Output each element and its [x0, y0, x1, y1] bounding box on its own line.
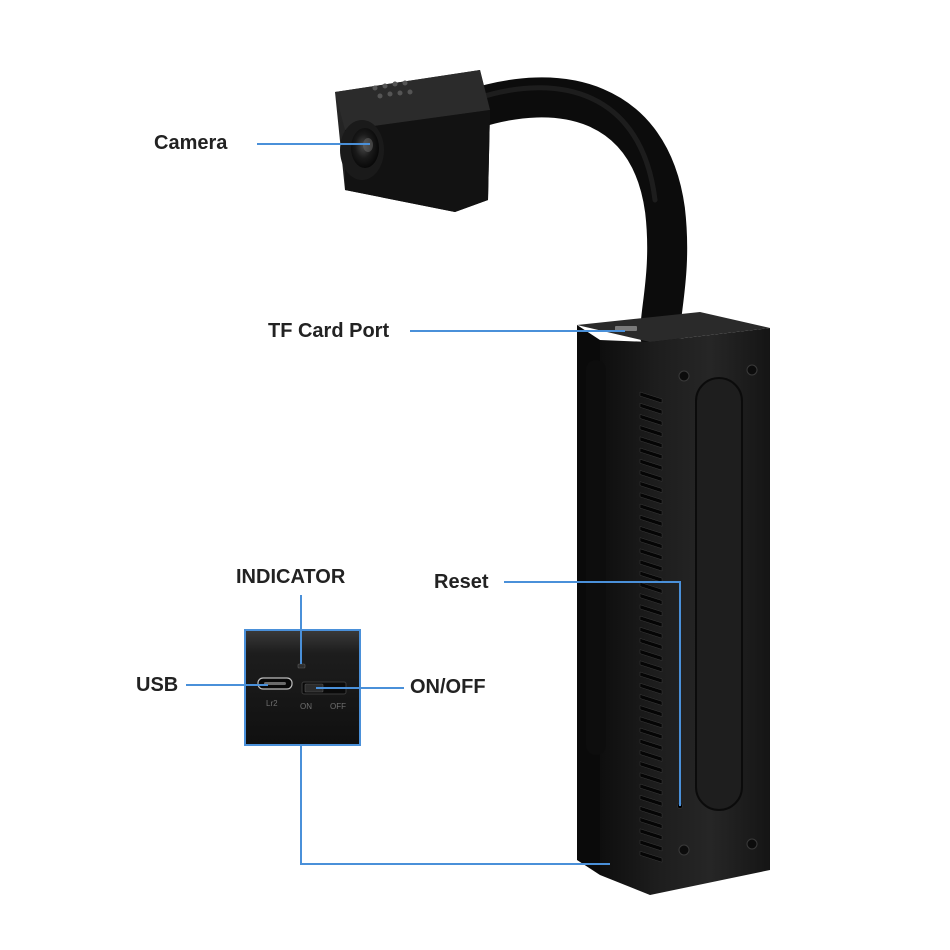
vent-slot	[639, 761, 663, 773]
vent-slot	[639, 638, 663, 650]
vent-slot	[639, 705, 663, 717]
vent-slot	[639, 660, 663, 673]
vent-slot	[639, 391, 663, 404]
vent-slots	[639, 391, 663, 863]
device-body	[577, 312, 770, 895]
vent-slot	[639, 458, 663, 471]
reset-label: Reset	[434, 571, 489, 593]
switch-off-label: OFF	[330, 702, 346, 711]
vent-slot	[639, 615, 663, 628]
indicator-label: INDICATOR	[236, 566, 346, 588]
vent-slot	[639, 470, 663, 482]
inset-to-body-leader	[300, 745, 610, 865]
vent-slot	[639, 817, 663, 829]
indicator-led	[297, 663, 306, 669]
vent-slot	[639, 414, 663, 426]
vent-slot	[639, 806, 663, 818]
vent-slot	[639, 738, 663, 751]
vent-slot	[639, 559, 663, 572]
vent-slot	[639, 537, 663, 549]
switch-on-label: ON	[300, 702, 312, 711]
tf-card-port-label: TF Card Port	[268, 320, 390, 342]
vent-slot	[639, 492, 663, 505]
vent-slot	[639, 694, 663, 706]
vent-slot	[639, 839, 663, 852]
vent-slot	[639, 682, 663, 695]
vent-slot	[639, 794, 663, 807]
vent-slot	[639, 402, 663, 415]
vent-slot	[639, 514, 663, 527]
reset-leader	[504, 581, 681, 806]
usb-label: USB	[136, 674, 179, 696]
camera-label: Camera	[154, 132, 228, 154]
vent-slot	[639, 727, 663, 740]
vent-slot	[639, 750, 663, 762]
vent-slot	[639, 548, 663, 561]
vent-slot	[639, 783, 663, 796]
vent-slot	[639, 436, 663, 449]
tf-card-slot	[615, 326, 637, 331]
vent-slot	[639, 526, 663, 538]
camera-head	[335, 70, 490, 212]
vent-slot	[639, 582, 663, 594]
vent-slot	[639, 626, 663, 639]
vent-slot	[639, 481, 663, 493]
gooseneck-cable	[450, 77, 688, 355]
vent-slot	[639, 772, 663, 785]
vent-slot	[639, 716, 663, 729]
vent-slot	[639, 447, 663, 460]
vent-slot	[639, 604, 663, 617]
vent-slot	[639, 828, 663, 841]
vent-slot	[639, 593, 663, 605]
vent-slot	[639, 503, 663, 516]
vent-slot	[639, 671, 663, 684]
vent-slot	[639, 850, 663, 863]
vent-slot	[639, 649, 663, 661]
on-off-label: ON/OFF	[410, 676, 486, 698]
callout-lines	[186, 143, 681, 865]
usb-port-label: Lr2	[266, 699, 278, 708]
vent-slot	[639, 425, 663, 437]
